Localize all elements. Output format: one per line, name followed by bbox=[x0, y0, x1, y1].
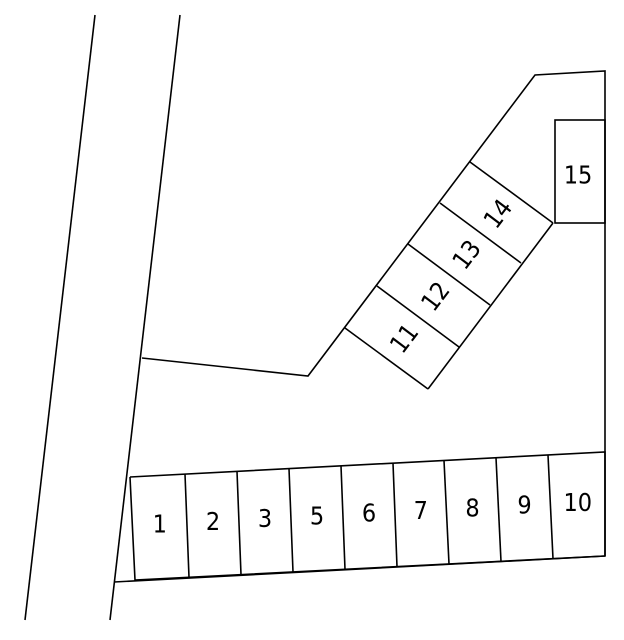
space-label-8: 8 bbox=[465, 493, 479, 522]
space-divider bbox=[439, 202, 522, 264]
space-label-2: 2 bbox=[206, 507, 220, 536]
road-edge-left bbox=[24, 14, 96, 621]
road-edge-right bbox=[109, 14, 181, 621]
bottom-parking-row: 1 2 3 5 6 7 8 9 10 bbox=[129, 451, 606, 581]
space-label-13: 13 bbox=[447, 235, 487, 275]
space-divider bbox=[443, 460, 450, 565]
space-divider bbox=[344, 327, 429, 390]
lot-boundary bbox=[141, 70, 606, 556]
space-label-11: 11 bbox=[384, 318, 424, 358]
space-label-12: 12 bbox=[415, 276, 455, 316]
space-label-10: 10 bbox=[563, 488, 592, 517]
bottom-row-outline bbox=[129, 451, 606, 581]
space-divider bbox=[495, 457, 502, 562]
angled-row-inner-edge bbox=[427, 222, 554, 390]
space-label-14: 14 bbox=[478, 194, 518, 234]
space-divider bbox=[469, 161, 554, 224]
space-label-9: 9 bbox=[517, 491, 531, 520]
space-label-6: 6 bbox=[362, 499, 376, 528]
space-divider bbox=[236, 471, 242, 575]
parking-space-15 bbox=[554, 119, 606, 224]
space-label-7: 7 bbox=[414, 496, 428, 525]
space-label-5: 5 bbox=[310, 501, 324, 530]
space-divider bbox=[288, 468, 294, 572]
space-label: 15 bbox=[564, 161, 593, 190]
space-divider bbox=[547, 454, 554, 559]
space-divider bbox=[407, 243, 491, 306]
space-divider bbox=[392, 463, 398, 567]
space-divider bbox=[376, 285, 460, 348]
space-label-3: 3 bbox=[258, 504, 272, 533]
space-label-1: 1 bbox=[153, 510, 167, 539]
space-divider bbox=[184, 474, 190, 578]
space-divider bbox=[340, 465, 346, 570]
